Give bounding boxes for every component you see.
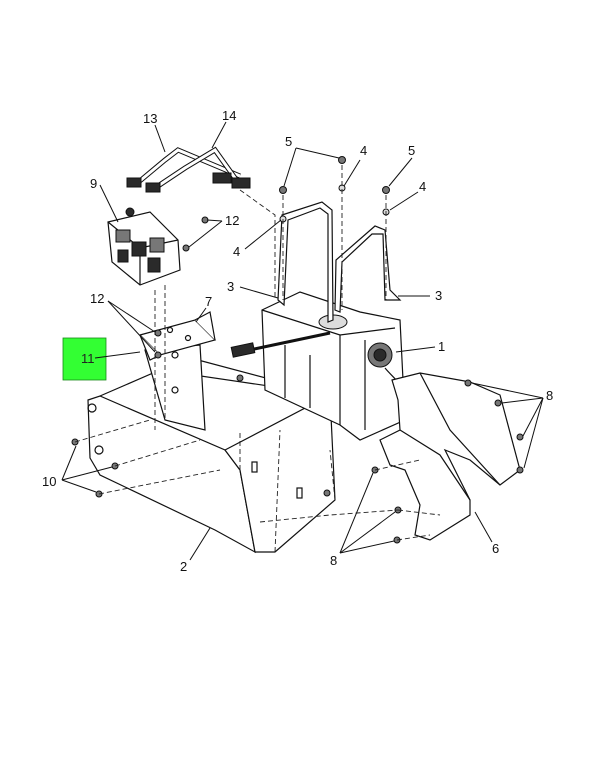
- callout-9: 9: [90, 176, 97, 191]
- highlight-box[interactable]: [62, 337, 107, 381]
- callout-8: 8: [546, 388, 553, 403]
- callout-14: 14: [222, 108, 236, 123]
- callout-3: 3: [435, 288, 442, 303]
- callout-12: 12: [225, 213, 239, 228]
- callout-8: 8: [330, 553, 337, 568]
- callout-4: 4: [419, 179, 426, 194]
- fluid-tank: [261, 291, 406, 441]
- callout-10: 10: [42, 474, 56, 489]
- fasteners: [71, 216, 524, 544]
- mounting-bracket: [87, 344, 336, 554]
- tank-strap-right: [334, 225, 402, 313]
- highlight-callout-11[interactable]: 11: [62, 337, 141, 381]
- callout-4: 4: [360, 143, 367, 158]
- tank-strap-left: [277, 201, 334, 323]
- highlight-label: 11: [81, 351, 95, 366]
- callout-labels: 1 2 3 3 4 4 4 5 5 6 7 8 8 9 10 12 12 13 …: [42, 108, 553, 574]
- callout-1: 1: [438, 339, 445, 354]
- callout-3: 3: [227, 279, 234, 294]
- callout-7: 7: [205, 294, 212, 309]
- leader-lines: [61, 121, 544, 561]
- callout-13: 13: [143, 111, 157, 126]
- tube-assembly: [126, 146, 276, 300]
- callout-5: 5: [285, 134, 292, 149]
- callout-4: 4: [233, 244, 240, 259]
- callout-12: 12: [90, 291, 104, 306]
- guard-panel: [379, 372, 521, 541]
- callout-5: 5: [408, 143, 415, 158]
- tank-hose: [230, 331, 331, 358]
- callout-2: 2: [180, 559, 187, 574]
- callout-6: 6: [492, 541, 499, 556]
- bolts-and-washers: [279, 156, 390, 310]
- control-module: [107, 207, 181, 430]
